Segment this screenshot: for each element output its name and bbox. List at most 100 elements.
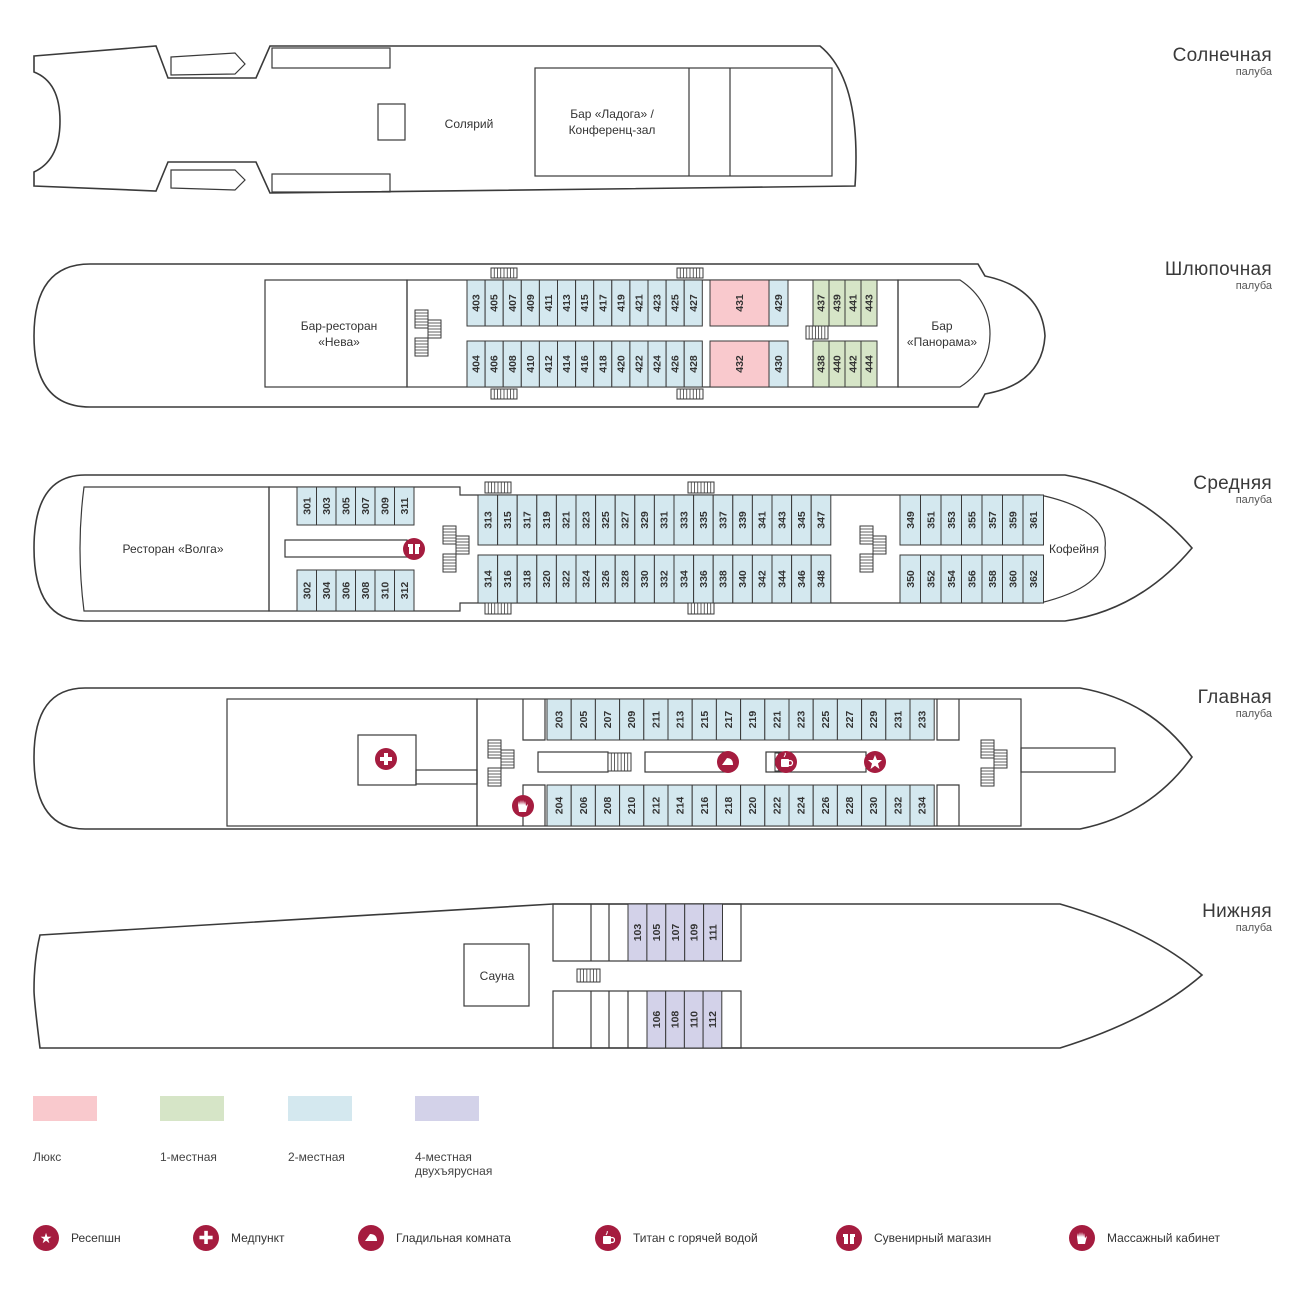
- cabin-431[interactable]: 431: [709, 279, 770, 327]
- cabin-439[interactable]: 439: [828, 279, 846, 327]
- cabin-325[interactable]: 325: [595, 494, 616, 546]
- cabin-338[interactable]: 338: [712, 554, 734, 604]
- cabin-426[interactable]: 426: [665, 340, 685, 388]
- cabin-427[interactable]: 427: [683, 279, 703, 327]
- cabin-337[interactable]: 337: [712, 494, 734, 546]
- cabin-226[interactable]: 226: [812, 784, 838, 827]
- cabin-357[interactable]: 357: [981, 494, 1003, 546]
- cabin-444[interactable]: 444: [860, 340, 878, 388]
- cabin-339[interactable]: 339: [732, 494, 753, 546]
- cabin-218[interactable]: 218: [715, 784, 742, 827]
- cabin-340[interactable]: 340: [732, 554, 753, 604]
- cabin-430[interactable]: 430: [768, 340, 789, 388]
- cabin-303[interactable]: 303: [316, 486, 337, 526]
- cabin-417[interactable]: 417: [593, 279, 613, 327]
- cabin-352[interactable]: 352: [920, 554, 942, 604]
- cabin-302[interactable]: 302: [296, 569, 317, 612]
- cabin-108[interactable]: 108: [665, 990, 685, 1049]
- cabin-350[interactable]: 350: [899, 554, 921, 604]
- cabin-356[interactable]: 356: [961, 554, 983, 604]
- cabin-335[interactable]: 335: [693, 494, 714, 546]
- cabin-309[interactable]: 309: [374, 486, 395, 526]
- cabin-411[interactable]: 411: [538, 279, 559, 327]
- cabin-227[interactable]: 227: [836, 698, 863, 741]
- cabin-413[interactable]: 413: [557, 279, 577, 327]
- cabin-316[interactable]: 316: [497, 554, 518, 604]
- cabin-329[interactable]: 329: [634, 494, 655, 546]
- cabin-334[interactable]: 334: [673, 554, 695, 604]
- cabin-403[interactable]: 403: [466, 279, 486, 327]
- cabin-440[interactable]: 440: [828, 340, 846, 388]
- cabin-428[interactable]: 428: [683, 340, 703, 388]
- cabin-308[interactable]: 308: [355, 569, 376, 612]
- cabin-111[interactable]: 111: [703, 903, 723, 962]
- cabin-324[interactable]: 324: [575, 554, 597, 604]
- cabin-216[interactable]: 216: [691, 784, 717, 827]
- cabin-429[interactable]: 429: [768, 279, 789, 327]
- cabin-346[interactable]: 346: [791, 554, 812, 604]
- cabin-207[interactable]: 207: [594, 698, 621, 741]
- cabin-328[interactable]: 328: [614, 554, 636, 604]
- cabin-336[interactable]: 336: [693, 554, 714, 604]
- cabin-112[interactable]: 112: [702, 990, 723, 1049]
- cabin-405[interactable]: 405: [484, 279, 504, 327]
- cabin-423[interactable]: 423: [647, 279, 667, 327]
- cabin-318[interactable]: 318: [516, 554, 538, 604]
- cabin-203[interactable]: 203: [546, 698, 572, 741]
- cabin-415[interactable]: 415: [575, 279, 595, 327]
- cabin-416[interactable]: 416: [575, 340, 595, 388]
- cabin-106[interactable]: 106: [646, 990, 667, 1049]
- cabin-326[interactable]: 326: [595, 554, 616, 604]
- cabin-222[interactable]: 222: [764, 784, 790, 827]
- cabin-420[interactable]: 420: [611, 340, 631, 388]
- cabin-432[interactable]: 432: [709, 340, 770, 388]
- cabin-406[interactable]: 406: [484, 340, 504, 388]
- cabin-418[interactable]: 418: [593, 340, 613, 388]
- cabin-219[interactable]: 219: [740, 698, 766, 741]
- cabin-424[interactable]: 424: [647, 340, 667, 388]
- cabin-342[interactable]: 342: [751, 554, 773, 604]
- cabin-224[interactable]: 224: [788, 784, 814, 827]
- cabin-347[interactable]: 347: [810, 494, 832, 546]
- cabin-421[interactable]: 421: [629, 279, 649, 327]
- cabin-234[interactable]: 234: [909, 784, 935, 827]
- cabin-301[interactable]: 301: [296, 486, 317, 526]
- cabin-233[interactable]: 233: [909, 698, 935, 741]
- cabin-438[interactable]: 438: [812, 340, 830, 388]
- cabin-408[interactable]: 408: [502, 340, 522, 388]
- cabin-105[interactable]: 105: [646, 903, 667, 962]
- cabin-315[interactable]: 315: [497, 494, 518, 546]
- cabin-214[interactable]: 214: [667, 784, 693, 827]
- cabin-110[interactable]: 110: [683, 990, 704, 1049]
- cabin-206[interactable]: 206: [570, 784, 596, 827]
- cabin-305[interactable]: 305: [335, 486, 356, 526]
- cabin-320[interactable]: 320: [536, 554, 557, 604]
- cabin-330[interactable]: 330: [634, 554, 655, 604]
- cabin-321[interactable]: 321: [555, 494, 577, 546]
- cabin-442[interactable]: 442: [844, 340, 862, 388]
- cabin-107[interactable]: 107: [665, 903, 686, 962]
- cabin-220[interactable]: 220: [740, 784, 766, 827]
- cabin-204[interactable]: 204: [546, 784, 572, 827]
- cabin-228[interactable]: 228: [836, 784, 863, 827]
- cabin-425[interactable]: 425: [665, 279, 685, 327]
- cabin-208[interactable]: 208: [594, 784, 621, 827]
- cabin-231[interactable]: 231: [885, 698, 911, 741]
- cabin-210[interactable]: 210: [619, 784, 645, 827]
- cabin-404[interactable]: 404: [466, 340, 486, 388]
- cabin-313[interactable]: 313: [477, 494, 499, 546]
- cabin-412[interactable]: 412: [538, 340, 559, 388]
- cabin-322[interactable]: 322: [555, 554, 577, 604]
- cabin-414[interactable]: 414: [557, 340, 577, 388]
- cabin-217[interactable]: 217: [715, 698, 742, 741]
- cabin-205[interactable]: 205: [570, 698, 596, 741]
- cabin-211[interactable]: 211: [643, 698, 669, 741]
- cabin-407[interactable]: 407: [502, 279, 522, 327]
- cabin-319[interactable]: 319: [536, 494, 557, 546]
- cabin-323[interactable]: 323: [575, 494, 597, 546]
- cabin-310[interactable]: 310: [374, 569, 395, 612]
- cabin-103[interactable]: 103: [627, 903, 648, 962]
- cabin-221[interactable]: 221: [764, 698, 790, 741]
- cabin-353[interactable]: 353: [940, 494, 962, 546]
- cabin-230[interactable]: 230: [861, 784, 887, 827]
